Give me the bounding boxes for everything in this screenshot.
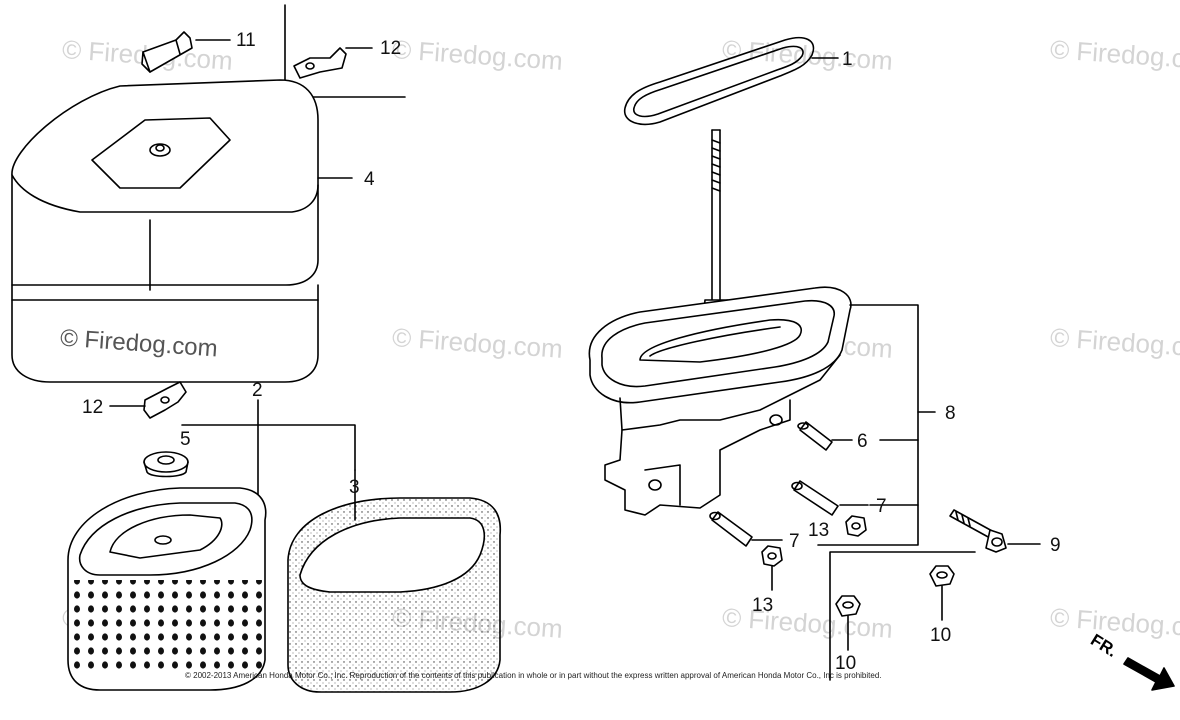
nut-part-13-left (761, 545, 783, 567)
front-arrow-icon (1123, 657, 1175, 691)
grommet-part-5 (143, 451, 189, 478)
callout-1: 1 (842, 49, 853, 70)
callout-8: 8 (945, 403, 956, 424)
callout-3: 3 (349, 477, 360, 498)
nut-part-10-right (929, 565, 955, 587)
callout-12-lower: 12 (82, 397, 104, 418)
bolt-part-9 (949, 509, 1007, 553)
callout-4: 4 (364, 169, 375, 190)
foam-element-part-3 (287, 497, 502, 693)
callout-10-right: 10 (930, 625, 952, 646)
callout-13-right: 13 (808, 520, 830, 541)
callout-7-upper: 7 (876, 496, 887, 517)
callout-9: 9 (1050, 535, 1061, 556)
wing-nut-part-12-top (293, 47, 347, 79)
callout-2: 2 (252, 380, 263, 401)
wing-nut-part-12-lower (143, 381, 187, 419)
callout-11: 11 (236, 30, 256, 51)
air-cleaner-case-part-8 (588, 286, 852, 516)
air-cleaner-cover-part-4 (11, 79, 319, 383)
callout-5: 5 (180, 429, 191, 450)
nut-part-13-right (845, 515, 867, 537)
callout-6: 6 (857, 431, 868, 452)
dowel-part-6 (797, 421, 833, 451)
callout-7-lower: 7 (789, 531, 800, 552)
dowel-part-7-upper (791, 480, 839, 516)
callout-12-top: 12 (380, 38, 402, 59)
callout-13-left: 13 (752, 595, 774, 616)
copyright-footer: © 2002-2013 American Honda Motor Co., In… (185, 671, 882, 680)
nut-part-10-left (835, 595, 861, 617)
dowel-part-7-lower (709, 511, 753, 547)
gasket-part-1 (624, 36, 815, 126)
callout-10-left: 10 (835, 653, 857, 674)
paper-element-part-2 (67, 487, 267, 691)
wing-nut-part-11 (141, 31, 193, 73)
